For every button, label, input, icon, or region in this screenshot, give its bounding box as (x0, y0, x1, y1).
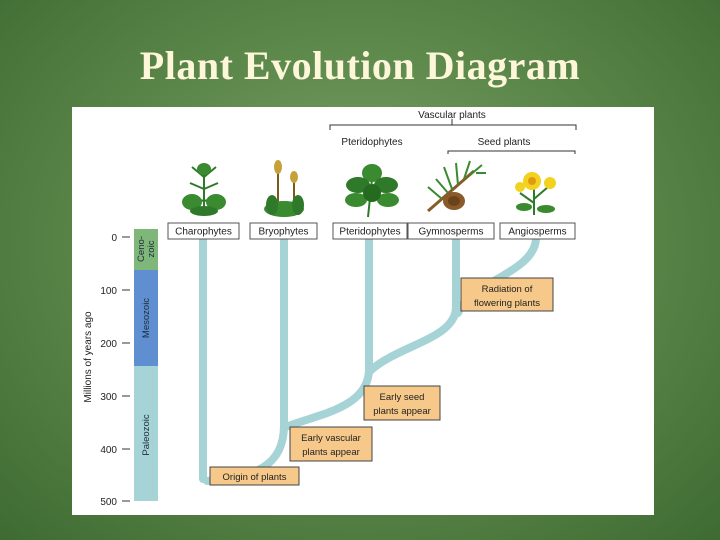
event-early-vascular: Early vascular plants appear (289, 426, 373, 462)
early-seed-line1: Early seed (380, 392, 425, 403)
bryophytes-label: Bryophytes (258, 227, 308, 238)
paleozoic-band (134, 366, 158, 501)
tick-300: 300 (100, 392, 117, 403)
gymnosperms-box (407, 222, 495, 240)
angiosperm-illustration (515, 172, 556, 215)
charophytes-label: Charophytes (175, 227, 232, 238)
mesozoic-band (134, 270, 158, 366)
tick-0: 0 (111, 233, 117, 244)
header-brackets (329, 119, 577, 154)
event-early-seed: Early seed plants appear (363, 385, 441, 421)
cenozoic-label-line2: zoic (146, 240, 157, 257)
pteridophyte-illustration (345, 164, 399, 218)
slide-title: Plant Evolution Diagram (139, 43, 581, 88)
angiosperms-label: Angiosperms (508, 227, 566, 238)
cenozoic-label-line1: Ceno- (136, 236, 147, 262)
gymnosperm-illustration (427, 160, 486, 213)
group-labels: Charophytes Bryophytes Pteridophytes Gym… (167, 222, 576, 240)
pteridophytes-label: Pteridophytes (339, 227, 400, 238)
cenozoic-band (134, 229, 158, 270)
event-origin: Origin of plants (209, 466, 300, 486)
bryophyte-illustration (264, 160, 304, 217)
vascular-bracket (329, 124, 577, 130)
pteridophytes-header-label: Pteridophytes (341, 137, 402, 148)
pteridophytes-box (332, 222, 408, 240)
early-seed-line2: plants appear (373, 406, 431, 417)
plant-evolution-diagram: Vascular plants Pteridophytes Seed plant… (83, 110, 577, 508)
time-axis (122, 236, 130, 502)
axis-label: Millions of years ago (83, 311, 94, 403)
bryophyte-branch (203, 235, 288, 485)
vascular-plants-label: Vascular plants (418, 110, 486, 121)
angiosperms-box (499, 222, 576, 240)
seed-bracket (447, 150, 576, 154)
era-column: Ceno- zoic Mesozoic Paleozoic (134, 229, 158, 501)
seed-plants-label: Seed plants (478, 137, 531, 148)
diagram-panel: Vascular plants Pteridophytes Seed plant… (72, 107, 654, 515)
tick-200: 200 (100, 339, 117, 350)
tick-400: 400 (100, 445, 117, 456)
early-vascular-line1: Early vascular (301, 433, 361, 444)
gymnosperms-label: Gymnosperms (418, 227, 483, 238)
bryophytes-box (249, 222, 318, 240)
paleozoic-label: Paleozoic (141, 414, 152, 455)
early-vascular-line2: plants appear (302, 447, 360, 458)
tick-100: 100 (100, 286, 117, 297)
mesozoic-label: Mesozoic (141, 298, 152, 338)
event-radiation: Radiation of flowering plants (460, 277, 554, 312)
tick-500: 500 (100, 497, 117, 508)
origin-label: Origin of plants (223, 472, 287, 483)
charophyte-illustration (182, 163, 226, 216)
gymnosperm-branch (366, 235, 460, 375)
radiation-line2: flowering plants (474, 298, 540, 309)
pteridophyte-branch (282, 235, 373, 431)
radiation-line1: Radiation of (482, 284, 533, 295)
charophytes-box (167, 222, 240, 240)
